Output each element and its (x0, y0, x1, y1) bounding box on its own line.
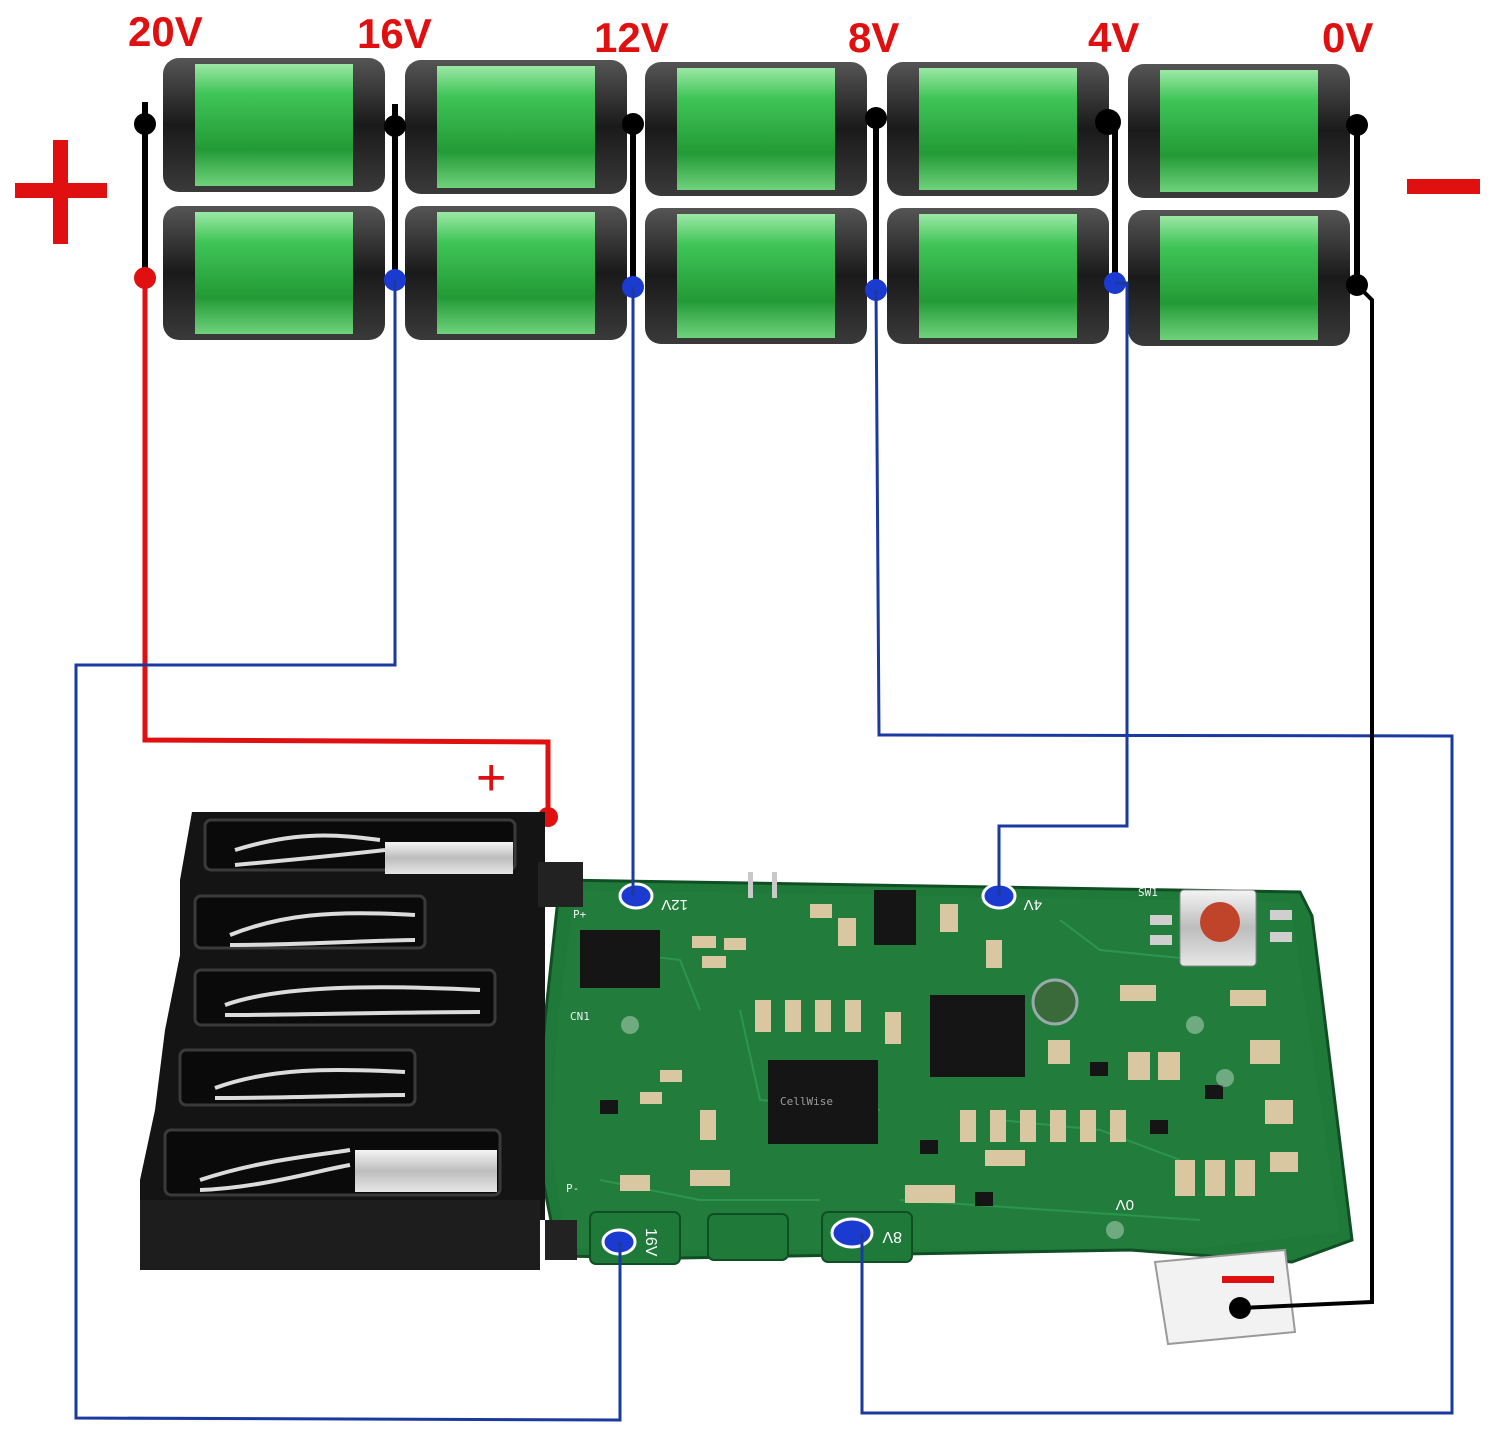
cell-1-bottom (163, 206, 385, 340)
label-8v: 8V (848, 14, 899, 61)
cell-5-top (1128, 64, 1350, 198)
cell-3-top (645, 62, 867, 196)
label-12v: 12V (594, 14, 669, 61)
wire-20v-positive (142, 278, 551, 817)
pad-label-16v: 16V (642, 1228, 659, 1257)
wire-4v-tap (997, 281, 1129, 896)
cell-5-bottom (1128, 210, 1350, 346)
silkscreen: P+ CN1 P- SW1 CellWise (566, 886, 1158, 1195)
smd-components (580, 890, 1298, 1249)
wire-0v-negative (1239, 283, 1374, 1310)
negative-terminal-tab (1153, 1248, 1297, 1346)
silk-p-minus: P- (566, 1182, 579, 1195)
cell-2-bottom (405, 206, 627, 340)
cell-4-top (887, 62, 1109, 196)
cell-3-bottom (645, 208, 867, 344)
pad-label-8v: 8V (882, 1228, 902, 1245)
pad-8v (830, 1217, 874, 1249)
wire-8v-tap (860, 289, 1454, 1415)
label-4v: 4V (1088, 14, 1139, 61)
connector-housing (140, 812, 583, 1270)
pack-plus-sign (15, 140, 107, 244)
board-minus-marker (1222, 1276, 1274, 1283)
silk-p-plus: P+ (573, 908, 587, 921)
silk-sw1: SW1 (1138, 886, 1158, 899)
push-button (1150, 889, 1292, 967)
pack-minus-sign (1407, 179, 1480, 194)
silk-cn1: CN1 (570, 1010, 590, 1023)
cell-1-top (163, 58, 385, 192)
board-plus-marker: + (476, 749, 506, 807)
label-0v: 0V (1322, 14, 1373, 61)
cell-2-top (405, 60, 627, 194)
voltage-labels: 20V 16V 12V 8V 4V 0V (128, 8, 1373, 61)
pad-12v (618, 882, 654, 910)
label-20v: 20V (128, 8, 203, 55)
pad-label-0v: 0V (1116, 1196, 1134, 1213)
battery-cells (163, 58, 1350, 346)
cell-4-bottom (887, 208, 1109, 344)
pad-label-12v: 12V (661, 896, 688, 913)
bms-board: P+ CN1 P- SW1 CellWise (533, 807, 1354, 1346)
wires (74, 278, 1454, 1422)
pad-labels: 12V 4V 16V 8V 0V (642, 896, 1134, 1257)
pad-label-4v: 4V (1024, 896, 1042, 913)
header-pins (748, 872, 777, 898)
label-16v: 16V (357, 10, 432, 57)
silk-ic: CellWise (780, 1095, 833, 1108)
wire-16v-tap (74, 280, 622, 1422)
